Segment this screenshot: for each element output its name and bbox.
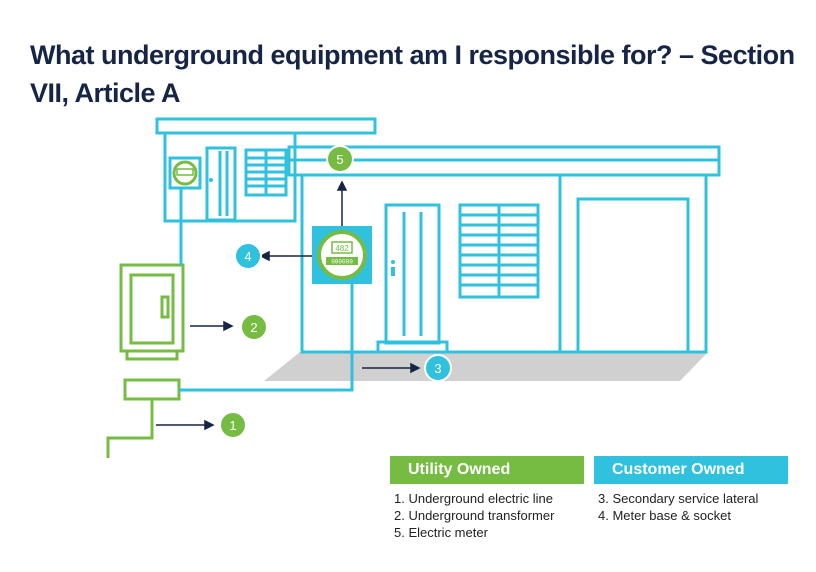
- legend-item: 5. Electric meter: [394, 525, 488, 540]
- legend-utility-header: Utility Owned: [390, 456, 584, 484]
- meter-reading: 482: [335, 244, 349, 253]
- callout-2: 2: [240, 313, 268, 341]
- page-title: What underground equipment am I responsi…: [30, 40, 795, 108]
- svg-text:3: 3: [434, 361, 441, 376]
- callout-1: 1: [219, 411, 247, 439]
- small-meter-icon: [172, 160, 198, 186]
- svg-text:4: 4: [244, 249, 251, 264]
- legend-item: 3. Secondary service lateral: [598, 491, 759, 506]
- callout-5: 5: [326, 145, 354, 173]
- callout-3: 3: [424, 354, 452, 382]
- underground-transformer: [119, 263, 185, 401]
- legend-item: 4. Meter base & socket: [598, 508, 731, 523]
- main-house: [287, 145, 721, 354]
- ground-shadow: [264, 352, 708, 381]
- legend-customer-header: Customer Owned: [594, 456, 788, 484]
- svg-text:2: 2: [250, 320, 257, 335]
- callout-4: 4: [234, 242, 262, 270]
- legend-item: 1. Underground electric line: [394, 491, 553, 506]
- legend-item: 2. Underground transformer: [394, 508, 555, 523]
- back-house: [155, 117, 377, 223]
- callout-arrows: [156, 180, 421, 431]
- svg-text:5: 5: [336, 152, 343, 167]
- legend-utility-owned: Utility Owned 1. Underground electric li…: [390, 456, 584, 541]
- underground-electric-line: [106, 399, 154, 458]
- electric-meter-icon: [317, 230, 367, 280]
- svg-text:1: 1: [229, 418, 236, 433]
- legend-customer-owned: Customer Owned 3. Secondary service late…: [594, 456, 788, 524]
- meter-display: 000000: [331, 259, 353, 266]
- secondary-service-lateral-line: [179, 284, 354, 392]
